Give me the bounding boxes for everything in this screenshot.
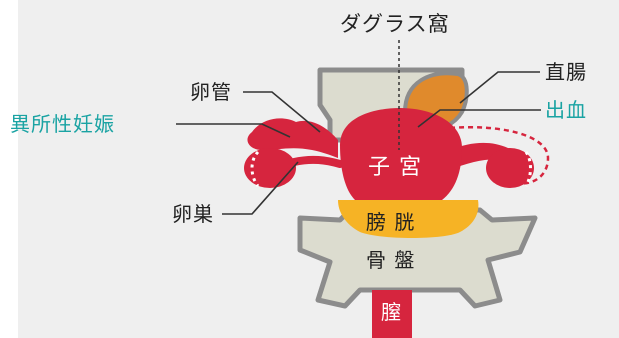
- label-douglas-pouch: ダグラス窩: [340, 12, 450, 36]
- organ-label-pelvis: 骨 盤: [366, 248, 416, 272]
- organ-label-bladder: 膀 胱: [366, 210, 416, 234]
- left-ovary-shape: [244, 148, 296, 188]
- leader-bleeding: [417, 109, 541, 128]
- right-ovary-shape: [486, 148, 534, 188]
- organ-label-uterus: 子 宮: [368, 155, 422, 180]
- leader-rectum: [459, 71, 540, 104]
- label-ectopic-pregnancy: 異所性妊娠: [10, 112, 115, 136]
- leader-ectopic: [176, 123, 291, 138]
- uterus-shape: [340, 108, 462, 200]
- bladder-shape: [338, 200, 479, 238]
- left-ligament: [290, 155, 344, 168]
- vagina-shape: [372, 290, 412, 338]
- label-fallopian-tube: 卵管: [190, 80, 232, 104]
- label-ovary: 卵巣: [172, 202, 214, 226]
- organ-label-vagina: 膣: [381, 300, 402, 324]
- dashed-tube-outline: [449, 125, 550, 185]
- label-rectum: 直腸: [545, 60, 587, 84]
- leader-ovary: [222, 161, 299, 215]
- label-bleeding: 出血: [545, 98, 587, 122]
- leader-fallopian-tube: [243, 91, 321, 133]
